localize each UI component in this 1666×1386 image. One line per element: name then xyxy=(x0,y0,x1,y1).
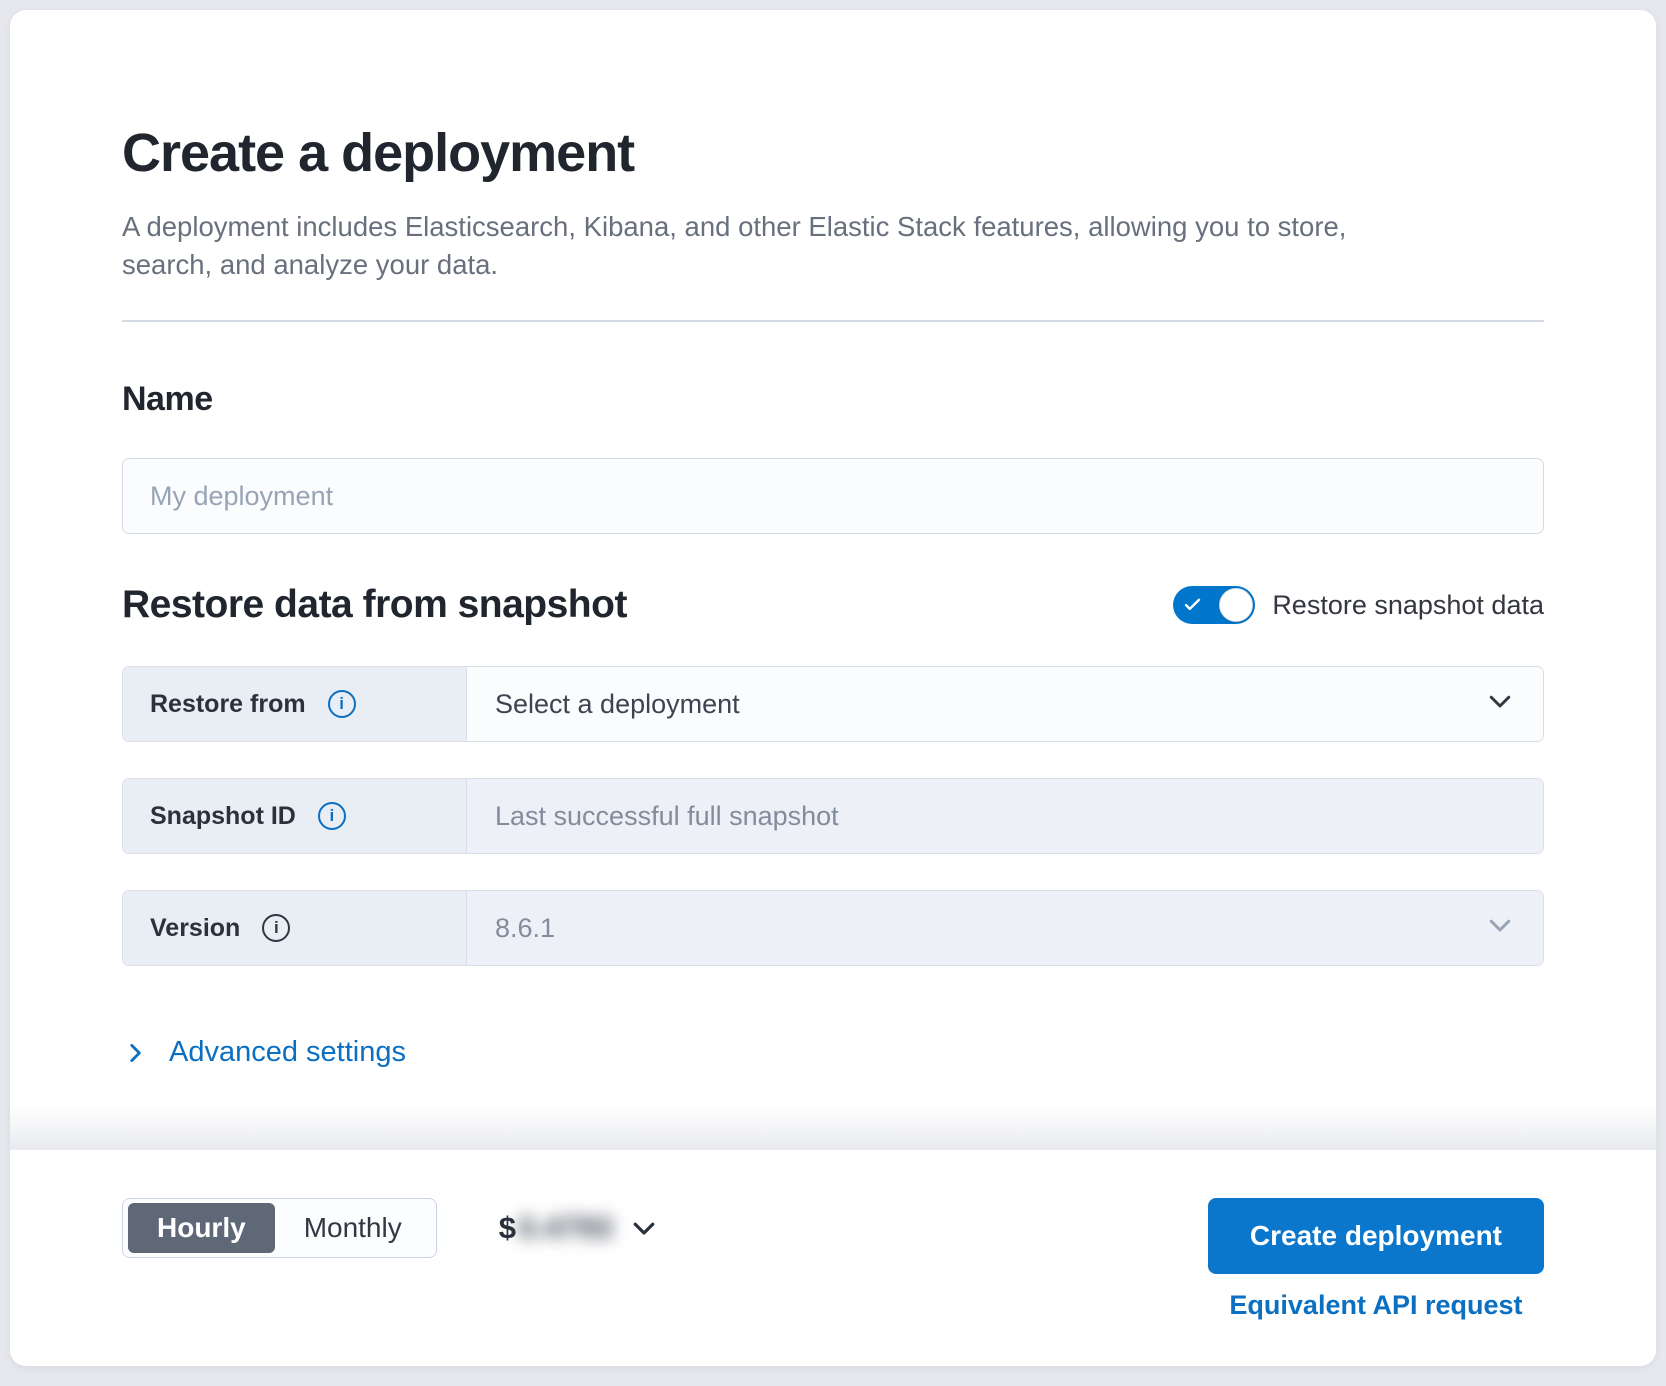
restore-from-label-cell: Restore from i xyxy=(123,667,467,741)
deployment-name-input[interactable] xyxy=(122,458,1544,534)
info-icon[interactable]: i xyxy=(317,802,346,830)
restore-from-row: Restore from i Select a deployment xyxy=(122,666,1544,742)
footer-actions: Create deployment Equivalent API request xyxy=(1207,1198,1544,1321)
billing-interval-group: Hourly Monthly xyxy=(122,1198,437,1258)
advanced-settings-link[interactable]: Advanced settings xyxy=(122,1036,406,1069)
page-subtitle: A deployment includes Elasticsearch, Kib… xyxy=(122,211,1347,280)
main-content: Create a deployment A deployment include… xyxy=(10,10,1656,1150)
chevron-down-icon xyxy=(1485,686,1515,723)
restore-snapshot-toggle[interactable] xyxy=(1173,586,1256,624)
snapshot-id-row: Snapshot ID i Last successful full snaps… xyxy=(122,778,1544,854)
snapshot-id-label: Snapshot ID xyxy=(150,801,296,830)
price-dropdown[interactable]: $ 0.4793 xyxy=(499,1198,659,1258)
info-icon[interactable]: i xyxy=(262,914,291,942)
equivalent-api-request-link[interactable]: Equivalent API request xyxy=(1229,1290,1523,1320)
create-deployment-button[interactable]: Create deployment xyxy=(1207,1198,1544,1274)
info-icon[interactable]: i xyxy=(327,690,356,718)
version-row: Version i 8.6.1 xyxy=(122,890,1544,966)
restore-section-header: Restore data from snapshot Restore snaps… xyxy=(122,581,1544,629)
chevron-right-icon xyxy=(122,1040,148,1066)
name-section-heading: Name xyxy=(122,380,213,418)
billing-hourly-button[interactable]: Hourly xyxy=(128,1203,275,1253)
version-value: 8.6.1 xyxy=(495,912,556,943)
chevron-down-icon xyxy=(629,1213,659,1243)
price-amount-blurred: 0.4793 xyxy=(517,1210,613,1245)
snapshot-id-label-cell: Snapshot ID i xyxy=(123,779,467,853)
billing-monthly-button[interactable]: Monthly xyxy=(275,1203,431,1253)
version-label-cell: Version i xyxy=(123,891,467,965)
restore-from-label: Restore from xyxy=(150,689,306,718)
advanced-settings-label: Advanced settings xyxy=(169,1036,406,1068)
footer-bar: Hourly Monthly $ 0.4793 Create deploymen… xyxy=(10,1106,1656,1366)
restore-from-value: Select a deployment xyxy=(495,688,740,719)
restore-toggle-wrap: Restore snapshot data xyxy=(1173,586,1544,624)
snapshot-id-field: Last successful full snapshot xyxy=(467,779,1543,853)
create-deployment-panel: Create a deployment A deployment include… xyxy=(10,10,1656,1366)
version-label: Version xyxy=(150,913,241,942)
version-select: 8.6.1 xyxy=(467,891,1543,965)
page-title: Create a deployment xyxy=(122,123,635,183)
price-currency: $ xyxy=(498,1210,516,1245)
restore-toggle-label: Restore snapshot data xyxy=(1272,589,1544,620)
toggle-knob xyxy=(1219,588,1254,622)
section-divider xyxy=(122,320,1544,322)
restore-from-select[interactable]: Select a deployment xyxy=(467,667,1543,741)
restore-section-heading: Restore data from snapshot xyxy=(122,583,627,626)
snapshot-id-placeholder: Last successful full snapshot xyxy=(495,800,839,831)
check-icon xyxy=(1183,595,1202,617)
chevron-down-icon xyxy=(1485,910,1515,947)
